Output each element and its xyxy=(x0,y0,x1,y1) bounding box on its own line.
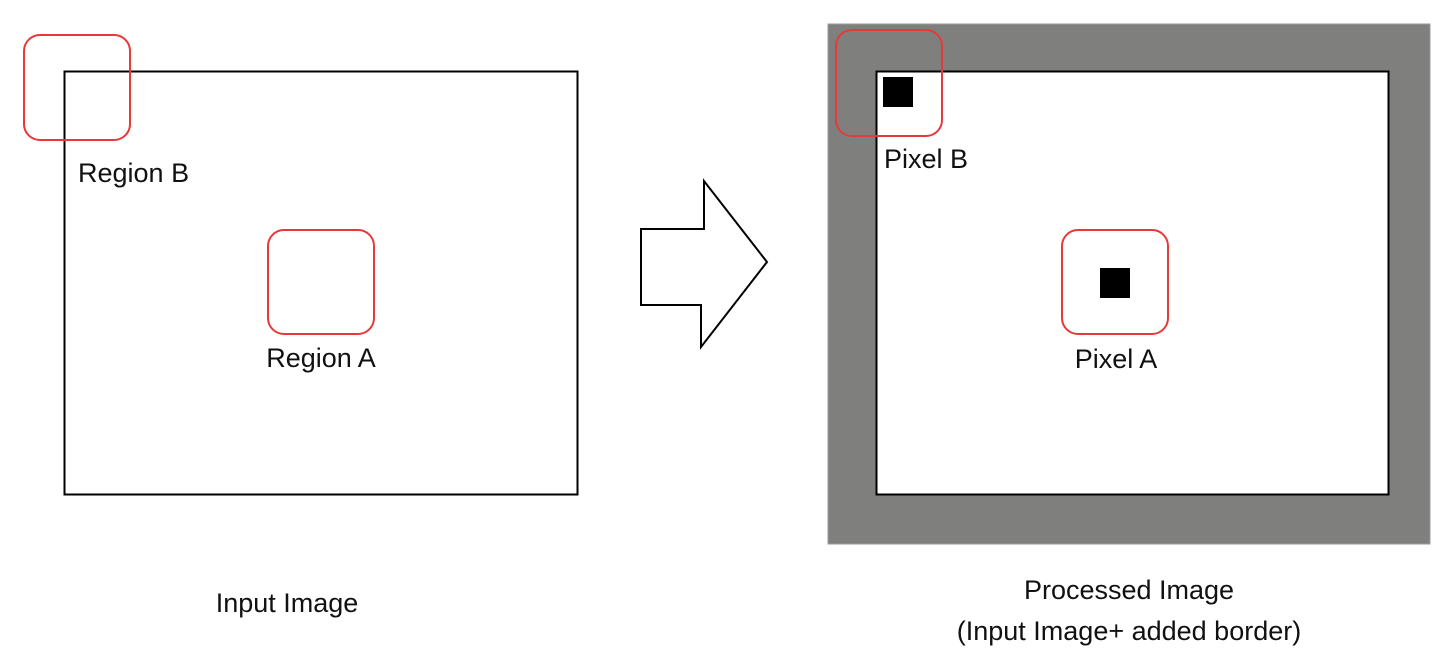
pixel-b-label: Pixel B xyxy=(884,144,968,174)
pixel-a xyxy=(1100,268,1130,298)
input-image-frame xyxy=(63,70,579,496)
processed-caption-line2: (Input Image+ added border) xyxy=(957,616,1301,646)
input-caption: Input Image xyxy=(216,588,359,618)
pixel-b xyxy=(883,77,913,107)
processed-image-frame xyxy=(875,70,1390,496)
arrow-right-icon xyxy=(640,178,769,350)
region-b-label: Region B xyxy=(78,158,189,188)
region-a-highlight xyxy=(267,229,375,335)
pixel-b-highlight xyxy=(835,29,943,137)
processed-caption-line1: Processed Image xyxy=(1024,575,1234,605)
region-a-label: Region A xyxy=(266,343,376,373)
pixel-a-label: Pixel A xyxy=(1075,344,1158,374)
region-b-highlight xyxy=(23,34,131,141)
pixel-a-highlight xyxy=(1061,229,1169,335)
